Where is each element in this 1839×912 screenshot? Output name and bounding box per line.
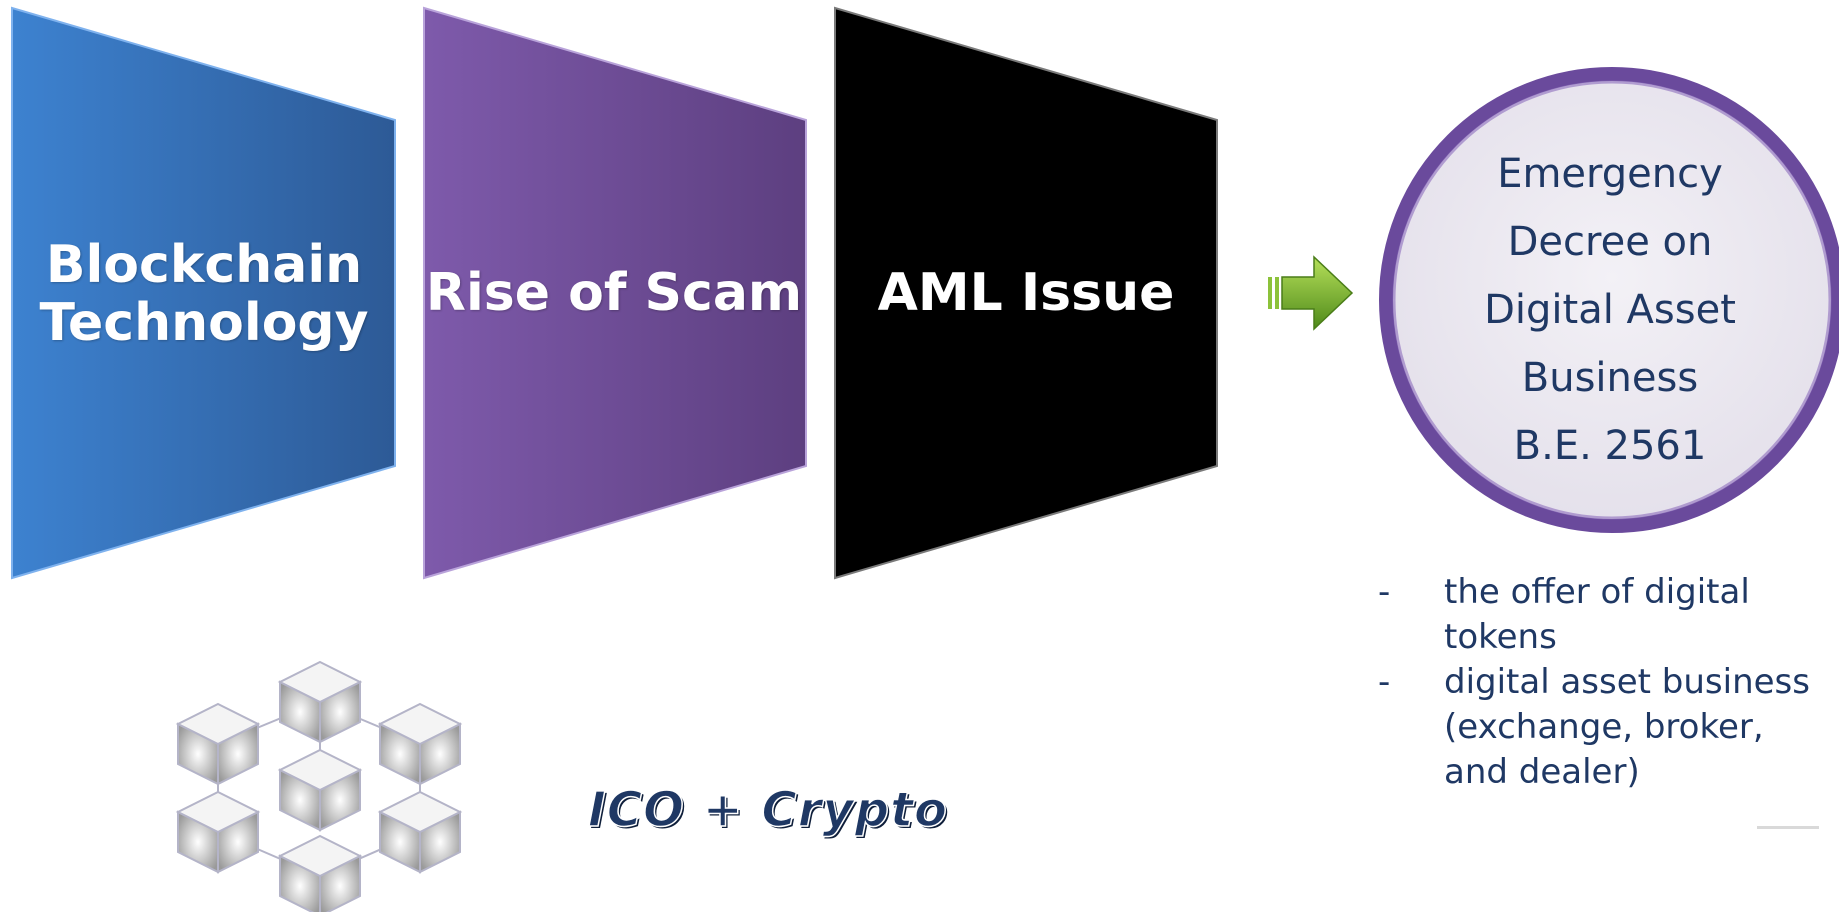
circle-line: Emergency (1497, 151, 1723, 197)
panel-label-rise-of-scam: Rise of Scam (425, 263, 803, 323)
cube-node (377, 790, 463, 874)
cube-node (175, 790, 261, 874)
circle-line: Digital Asset (1484, 287, 1736, 333)
bullet-text: digital asset business (exchange, broker… (1444, 662, 1810, 792)
right-arrow-icon (1268, 255, 1354, 331)
bullet-text: the offer of digital tokens (1444, 572, 1750, 657)
list-item: - the offer of digital tokens (1378, 570, 1818, 660)
bullet-list: - the offer of digital tokens - digital … (1378, 570, 1818, 795)
panel-label-blockchain: Blockchain Technology (39, 235, 369, 354)
panel-label-aml-issue: AML Issue (877, 263, 1175, 323)
cube-node (277, 748, 363, 832)
panel-aml-issue (834, 6, 1218, 580)
circle-text: Emergency Decree on Digital Asset Busine… (1430, 140, 1790, 480)
cube-node (277, 834, 363, 912)
list-item: - digital asset business (exchange, brok… (1378, 660, 1818, 795)
cube-node (277, 660, 363, 744)
panel-blockchain (11, 6, 396, 580)
panel-rise-of-scam (423, 6, 807, 580)
emergency-decree-circle (1379, 67, 1839, 533)
circle-line: B.E. 2561 (1513, 423, 1707, 469)
cube-node (377, 702, 463, 786)
bullet-marker: - (1378, 572, 1391, 612)
decorative-line (1757, 826, 1819, 829)
circle-line: Decree on (1507, 219, 1713, 265)
circle-line: Business (1521, 355, 1699, 401)
cube-node (175, 702, 261, 786)
ico-crypto-text: ICO + Crypto (587, 781, 948, 839)
bullet-marker: - (1378, 662, 1391, 702)
